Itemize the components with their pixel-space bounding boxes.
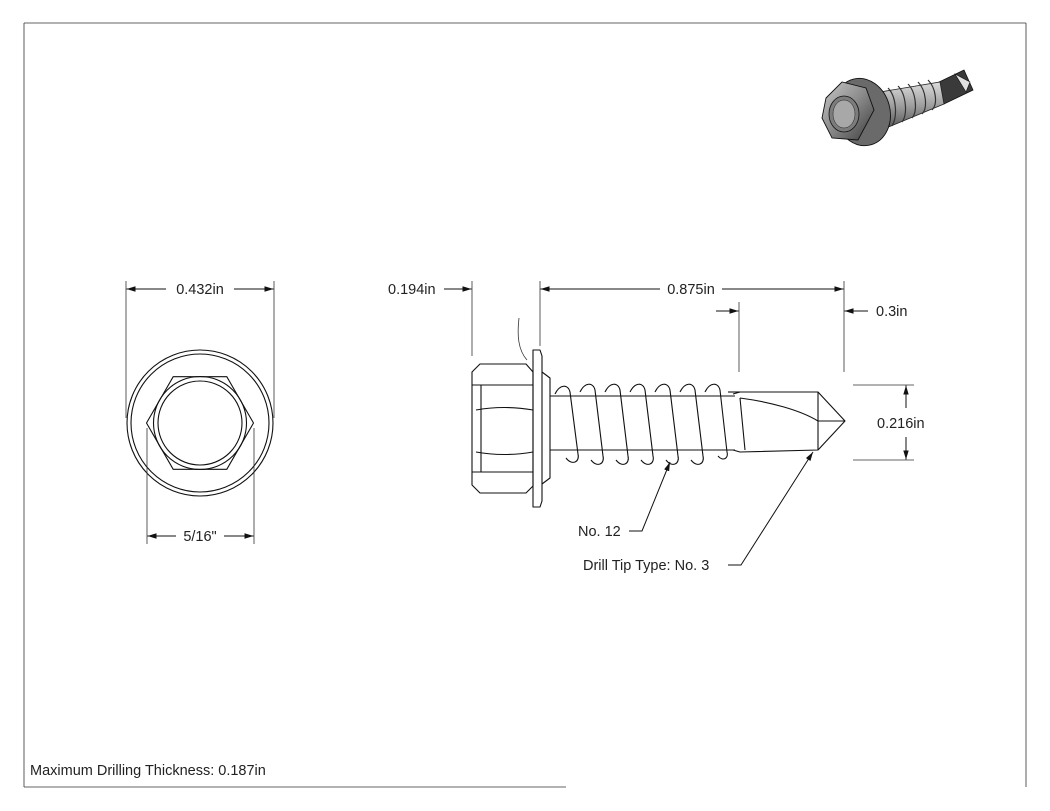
head-top-outer [152, 375, 248, 471]
flange-outer-circle [126, 349, 274, 497]
dimension-head-height: 0.194in [388, 281, 528, 361]
flange-diameter-label: 0.432in [176, 282, 224, 298]
head-height-label: 0.194in [388, 282, 436, 298]
drill-tip-type-label: Drill Tip Type: No. 3 [583, 558, 709, 574]
dimension-drill-tip-length: 0.3in [716, 302, 907, 372]
hex-size-label: 5/16" [183, 529, 216, 545]
callout-thread-size: No. 12 [578, 461, 671, 540]
drill-tip-length-label: 0.3in [876, 304, 907, 320]
thread-diameter-label: 0.216in [877, 416, 925, 432]
dimension-thread-diameter: 0.216in [853, 384, 925, 461]
callout-drill-tip-type: Drill Tip Type: No. 3 [583, 451, 814, 574]
hex-head-side [471, 363, 534, 494]
dimension-hex-size: 5/16" [146, 428, 255, 545]
flange-side [532, 349, 551, 508]
side-view: 0.194in 0.875in 0.3in 0.216in [388, 281, 925, 574]
threaded-shank [550, 383, 735, 465]
front-view: 0.432in 5/16" [125, 281, 275, 545]
length-label: 0.875in [667, 282, 715, 298]
isometric-screw-image [821, 69, 974, 147]
flange-inner-circle [130, 353, 270, 493]
dimension-flange-diameter: 0.432in [125, 281, 275, 418]
thread-size-label: No. 12 [578, 524, 621, 540]
head-top-inner [157, 380, 243, 466]
max-drilling-thickness-note: Maximum Drilling Thickness: 0.187in [30, 763, 266, 779]
hex-outline [145, 376, 255, 470]
drill-tip-side [728, 391, 846, 453]
drawing-border [23, 22, 1027, 788]
dimension-length: 0.875in [539, 281, 845, 372]
